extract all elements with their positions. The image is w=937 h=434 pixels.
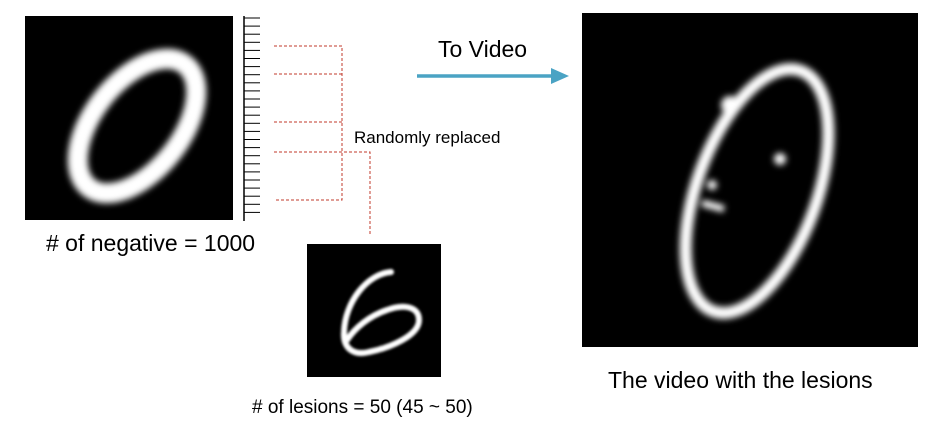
- to-video-label: To Video: [438, 36, 528, 62]
- output-video-caption: The video with the lesions: [608, 367, 873, 393]
- digit-zero-glyph: [67, 48, 207, 204]
- to-video-arrow: [417, 68, 569, 84]
- connector-bracket: [274, 45, 343, 201]
- video-with-lesion-glyph: [679, 62, 835, 320]
- frame-stack: [243, 16, 260, 221]
- lesion-count-caption: # of lesions = 50 (45 ~ 50): [252, 397, 473, 418]
- digit-six-glyph: [340, 269, 423, 356]
- randomly-replaced-label: Randomly replaced: [354, 128, 501, 147]
- replacement-connectors: [274, 45, 371, 234]
- connector-line: [274, 151, 371, 234]
- negative-count-caption: # of negative = 1000: [46, 230, 256, 256]
- negative-digit-image: [25, 16, 233, 220]
- output-video-frame: [582, 13, 918, 347]
- lesion-digit-image: [307, 244, 441, 377]
